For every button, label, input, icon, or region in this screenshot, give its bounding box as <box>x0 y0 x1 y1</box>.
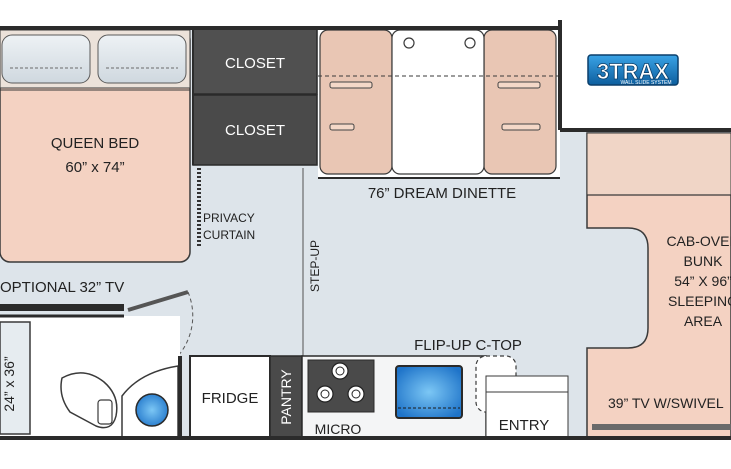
step-up-label: STEP-UP <box>308 240 322 292</box>
seatbelt-3 <box>497 81 541 89</box>
dinette-table <box>391 29 485 175</box>
shower <box>0 321 31 435</box>
table-leg-right <box>464 37 476 49</box>
burner-left-inner <box>320 389 330 399</box>
cabover-bunk <box>586 132 731 439</box>
cabover-label-4: SLEEPING <box>668 293 731 309</box>
bathroom-sink <box>135 393 169 427</box>
brand-logo-tagline: WALL SLIDE SYSTEM <box>620 80 671 86</box>
burner-top-inner <box>335 366 345 376</box>
optional-tv-bar <box>0 304 124 311</box>
kitchen-sink <box>395 365 463 419</box>
flip-up-label: FLIP-UP C-TOP <box>414 337 522 354</box>
bath-door-swing <box>177 291 194 357</box>
queen-bed-size: 60” x 74” <box>65 159 124 176</box>
closet-bottom-label: CLOSET <box>225 122 285 139</box>
entry-step <box>485 375 569 439</box>
table-leg-left <box>403 37 415 49</box>
cabover-label-5: AREA <box>684 313 723 329</box>
dinette-bench-left <box>319 29 393 175</box>
pillow-left <box>1 34 91 84</box>
cabover-label-1: CAB-OVER <box>666 233 731 249</box>
dinette-bench-right <box>483 29 557 175</box>
brand-logo-text: 3TRAX <box>597 59 669 84</box>
entry-label: ENTRY <box>499 417 550 434</box>
queen-bed-label: QUEEN BED <box>51 135 140 152</box>
tv-swivel-label: 39” TV W/SWIVEL <box>608 395 724 411</box>
pantry <box>269 355 303 439</box>
burner-top <box>331 362 349 380</box>
cabover-shelf <box>586 132 731 196</box>
pillow-right <box>97 34 187 84</box>
cabover-label-3: 54” X 96” <box>674 273 731 289</box>
seatbelt-2 <box>329 123 355 131</box>
tv-swivel-mount <box>592 424 731 430</box>
burner-left <box>316 385 334 403</box>
fridge-label: FRIDGE <box>202 390 259 407</box>
brand-logo: 3TRAX WALL SLIDE SYSTEM <box>587 54 679 86</box>
optional-tv-label: OPTIONAL 32” TV <box>0 279 124 296</box>
bath-door <box>127 290 189 312</box>
micro-label: MICRO <box>315 421 362 437</box>
toilet-tank <box>97 399 113 425</box>
privacy-label-1: PRIVACY <box>203 211 255 225</box>
burner-right-inner <box>351 389 361 399</box>
shower-size-label: 24” x 36” <box>1 356 17 412</box>
seatbelt-4 <box>501 123 541 131</box>
seatbelt-1 <box>329 81 373 89</box>
cabover-label-2: BUNK <box>684 253 724 269</box>
pantry-label: PANTRY <box>278 369 294 425</box>
closet-bottom <box>192 94 318 166</box>
brand-logo-badge <box>587 54 679 86</box>
privacy-label-2: CURTAIN <box>203 228 255 242</box>
closet-top-label: CLOSET <box>225 55 285 72</box>
burner-right <box>347 385 365 403</box>
dinette-label: 76” DREAM DINETTE <box>368 185 516 202</box>
closet-top <box>192 27 318 95</box>
